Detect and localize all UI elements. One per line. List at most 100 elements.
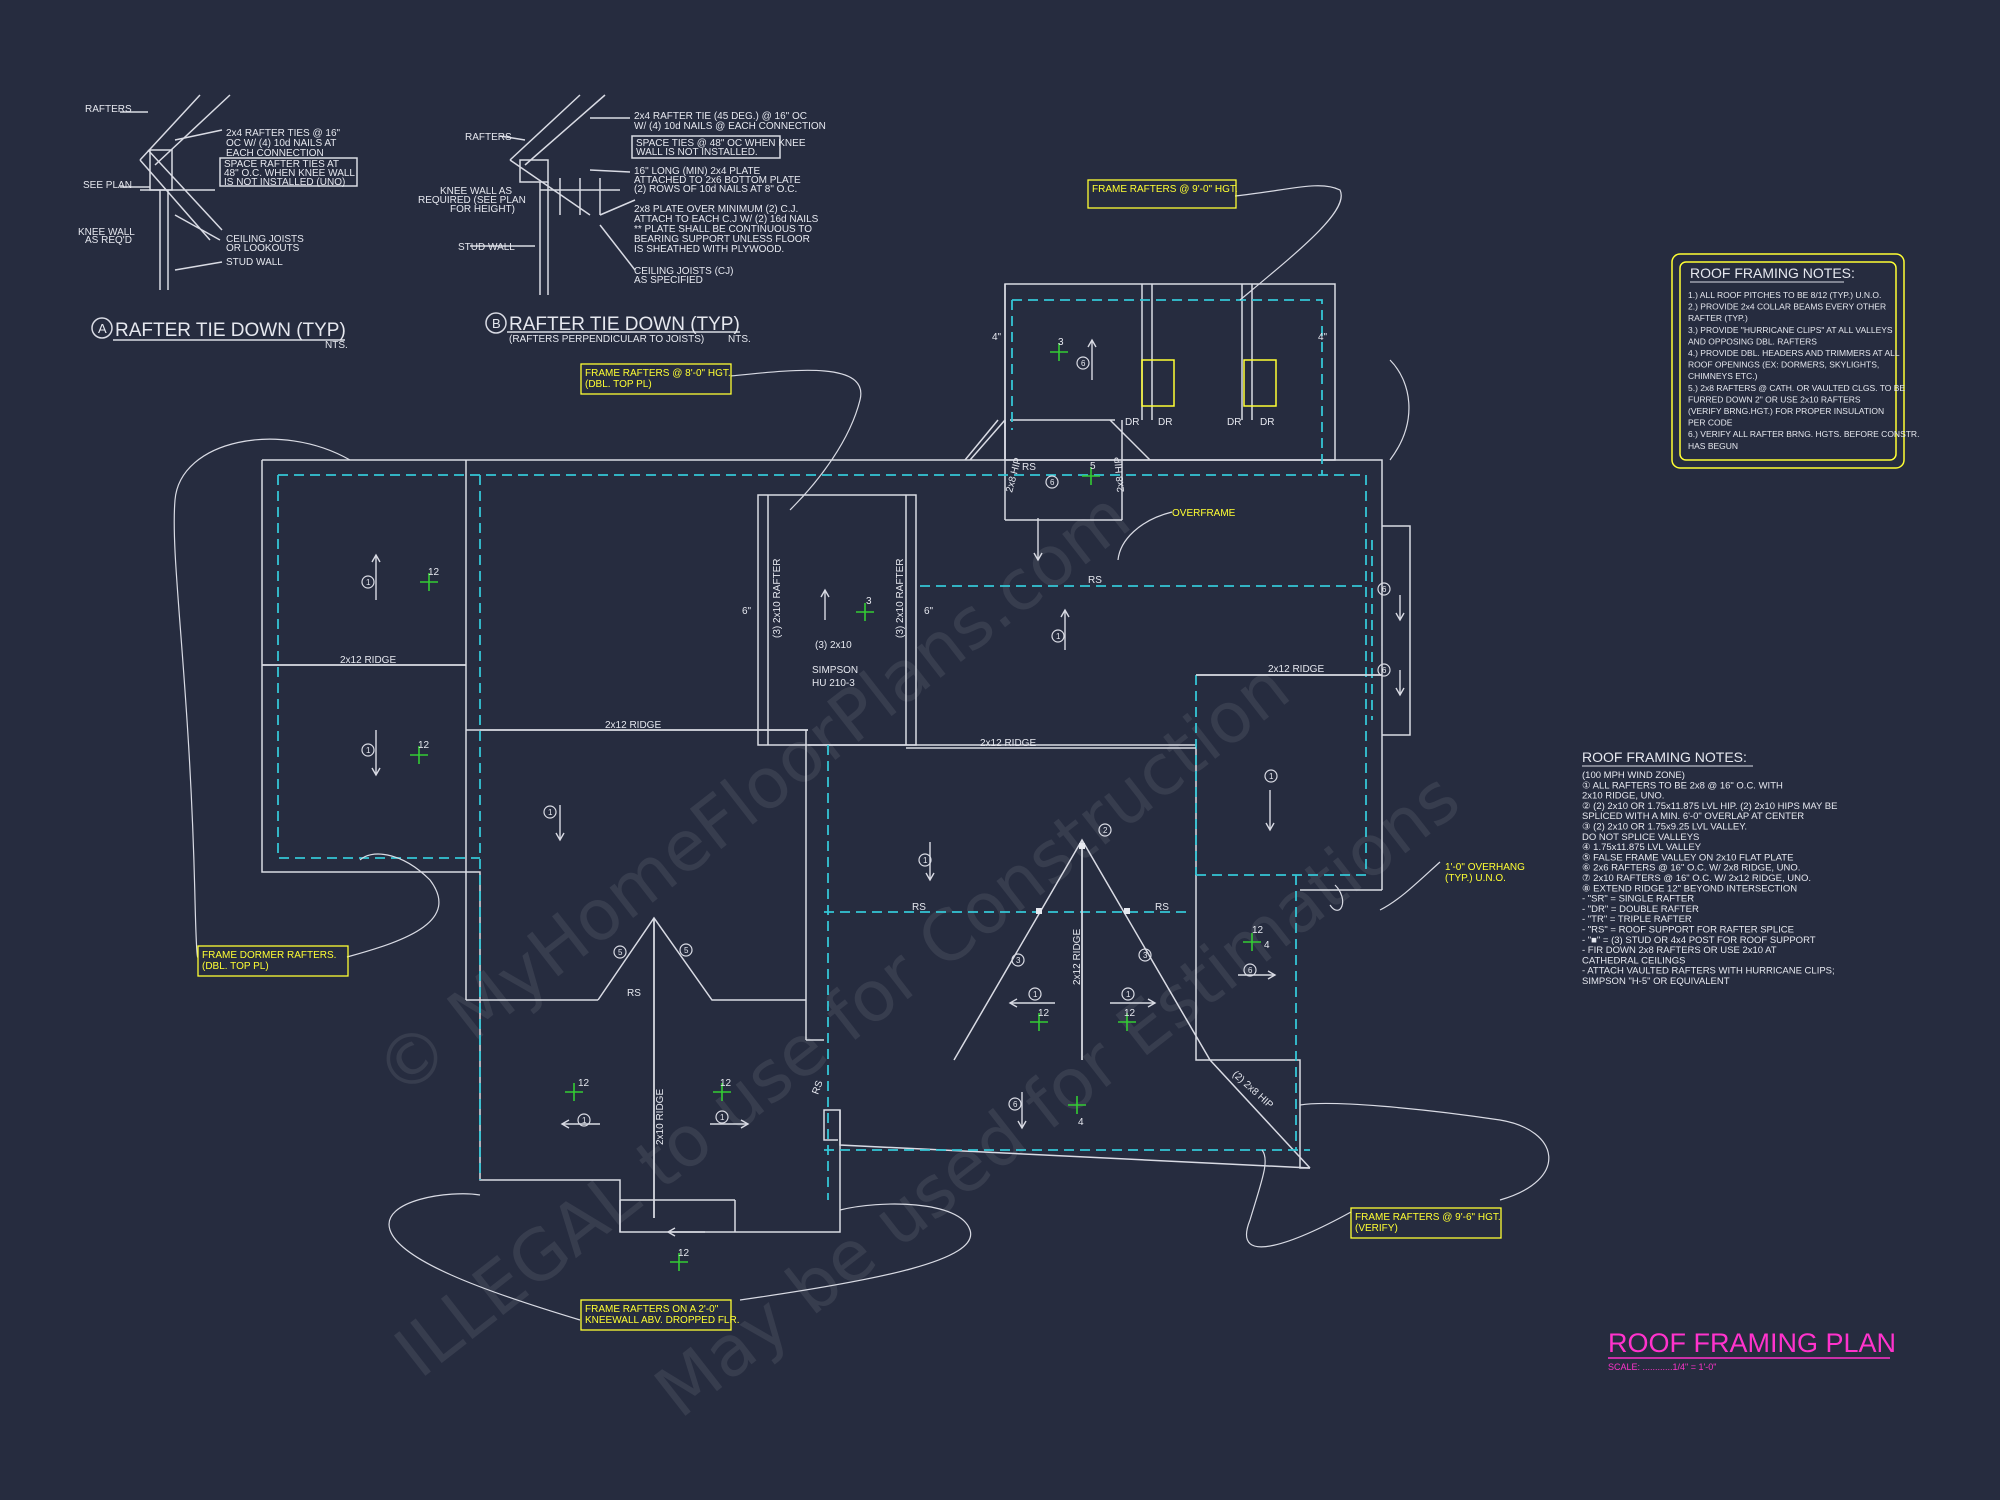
notes-box-line: 5.) 2x8 RAFTERS @ CATH. OR VAULTED CLGS.… bbox=[1688, 383, 1905, 393]
notes-list-line: ② (2) 2x10 OR 1.75x11.875 LVL HIP. (2) 2… bbox=[1582, 801, 1837, 812]
callout-knee-1: FRAME RAFTERS ON A 2'-0" bbox=[585, 1304, 719, 1315]
ridge-center-label: 2x12 RIDGE bbox=[980, 738, 1036, 749]
callout-leaders bbox=[173, 185, 1550, 1321]
pitch-label-10: 12 bbox=[578, 1078, 590, 1089]
dr-label-4: DR bbox=[1260, 417, 1274, 428]
dim-label-2: 4" bbox=[1318, 332, 1328, 343]
notes-list-line: - "SR" = SINGLE RAFTER bbox=[1582, 894, 1694, 905]
svg-text:5: 5 bbox=[684, 946, 689, 955]
detail-a-stud: STUD WALL bbox=[226, 257, 283, 268]
detail-a-ties-3: EACH CONNECTION bbox=[226, 148, 324, 159]
detail-a-title: RAFTER TIE DOWN (TYP) bbox=[115, 320, 346, 341]
notes-list-line: DO NOT SPLICE VALLEYS bbox=[1582, 832, 1699, 843]
roof-notes-list-title: ROOF FRAMING NOTES: bbox=[1582, 749, 1747, 765]
detail-a-marker: A bbox=[98, 321, 107, 336]
notes-list-line: - "RS" = ROOF SUPPORT FOR RAFTER SPLICE bbox=[1582, 925, 1794, 936]
detail-b-note-5: (2) ROWS OF 10d NAILS AT 8" O.C. bbox=[634, 184, 797, 195]
hip-label-2: 2x8 HIP bbox=[1113, 456, 1127, 493]
callout-9ft: FRAME RAFTERS @ 9'-0" HGT. bbox=[1092, 184, 1238, 195]
roof-outline bbox=[261, 283, 1411, 1233]
detail-b-box-1: SPACE TIES @ 48" OC WHEN KNEE bbox=[636, 138, 806, 149]
detail-a-ties-2: OC W/ (4) 10d NAILS AT bbox=[226, 138, 336, 149]
notes-list-line: SPLICED WITH A MIN. 6'-0" OVERLAP AT CEN… bbox=[1582, 811, 1804, 822]
pitch-label-5: 5 bbox=[1090, 461, 1096, 472]
ridge-mid-label: 2x12 RIDGE bbox=[605, 720, 661, 731]
notes-list-line: ⑧ EXTEND RIDGE 12" BEYOND INTERSECTION bbox=[1582, 883, 1797, 894]
notes-list-line: CATHEDRAL CEILINGS bbox=[1582, 955, 1685, 966]
sheet-title: ROOF FRAMING PLAN bbox=[1608, 1328, 1896, 1358]
svg-text:1: 1 bbox=[720, 1113, 725, 1122]
detail-b-note-10: IS SHEATHED WITH PLYWOOD. bbox=[634, 244, 784, 255]
svg-text:1: 1 bbox=[582, 1116, 587, 1125]
detail-a-label-rafters: RAFTERS bbox=[85, 104, 132, 115]
detail-a-label-see-plan: SEE PLAN bbox=[83, 180, 132, 191]
notes-list-line: ⑤ FALSE FRAME VALLEY ON 2x10 FLAT PLATE bbox=[1582, 852, 1793, 863]
detail-b-box-2: WALL IS NOT INSTALLED. bbox=[636, 147, 758, 158]
roof-notes-box bbox=[1671, 253, 1905, 469]
detail-b-note-6: 2x8 PLATE OVER MINIMUM (2) C.J. bbox=[634, 204, 798, 215]
rs-label-6: RS bbox=[810, 1079, 825, 1096]
notes-box-line: RAFTER (TYP.) bbox=[1688, 313, 1748, 323]
notes-list-line: ⑥ 2x6 RAFTERS @ 16" O.C. W/ 2x8 RIDGE, U… bbox=[1582, 863, 1800, 874]
ridge-right-label: 2x12 RIDGE bbox=[1268, 664, 1324, 675]
detail-a-text: RAFTERS SEE PLAN KNEE WALL AS REQ'D 2x4 … bbox=[78, 104, 355, 351]
detail-a-nts: NTS. bbox=[325, 340, 348, 351]
notes-list-line: - ATTACH VAULTED RAFTERS WITH HURRICANE … bbox=[1582, 966, 1835, 977]
simpson-label-2: HU 210-3 bbox=[812, 678, 855, 689]
dim-label-1: 4" bbox=[992, 332, 1002, 343]
callout-dormer-1: FRAME DORMER RAFTERS. bbox=[202, 950, 336, 961]
svg-text:6: 6 bbox=[1248, 966, 1253, 975]
detail-a-ties-1: 2x4 RAFTER TIES @ 16" bbox=[226, 128, 341, 139]
notes-box-line: ROOF OPENINGS (EX: DORMERS, SKYLIGHTS, bbox=[1688, 360, 1879, 370]
callout-text: FRAME RAFTERS @ 9'-0" HGT. FRAME RAFTERS… bbox=[202, 184, 1525, 1326]
detail-a-ceiling-1: CEILING JOISTS bbox=[226, 234, 304, 245]
callout-dormer-2: (DBL. TOP PL) bbox=[202, 961, 269, 972]
svg-text:1: 1 bbox=[366, 578, 371, 587]
dim-label-4: 6" bbox=[924, 606, 934, 617]
roof-dashed-lines bbox=[277, 299, 1373, 1200]
notes-list-line: 2x10 RIDGE, UNO. bbox=[1582, 791, 1664, 802]
notes-list-line: SIMPSON "H-5" OR EQUIVALENT bbox=[1582, 976, 1730, 987]
detail-b-subtitle: (RAFTERS PERPENDICULAR TO JOISTS) bbox=[509, 334, 704, 345]
notes-list-line: - FIR DOWN 2x8 RAFTERS OR USE 2x10 AT bbox=[1582, 945, 1777, 956]
callout-overhang-1: 1'-0" OVERHANG bbox=[1445, 862, 1525, 873]
detail-b-title: RAFTER TIE DOWN (TYP) bbox=[509, 314, 740, 335]
detail-b-note-4: ATTACHED TO 2x6 BOTTOM PLATE bbox=[634, 175, 801, 186]
dr-label-3: DR bbox=[1227, 417, 1241, 428]
notes-box-line: 6.) VERIFY ALL RAFTER BRNG. HGTS. BEFORE… bbox=[1688, 429, 1919, 439]
detail-a bbox=[91, 94, 358, 341]
detail-a-box-3: IS NOT INSTALLED (UNO) bbox=[224, 177, 345, 188]
callout-8ft-1: FRAME RAFTERS @ 8'-0" HGT. bbox=[585, 368, 731, 379]
callout-9-6-1: FRAME RAFTERS @ 9'-6" HGT. bbox=[1355, 1212, 1501, 1223]
notes-box-line: PER CODE bbox=[1688, 418, 1733, 428]
notes-box-line: 3.) PROVIDE "HURRICANE CLIPS" AT ALL VAL… bbox=[1688, 325, 1893, 335]
pitch-label-7: 4 bbox=[1264, 940, 1270, 951]
notes-list-line: ④ 1.75x11.875 LVL VALLEY bbox=[1582, 842, 1702, 853]
detail-b-note-9: BEARING SUPPORT UNLESS FLOOR bbox=[634, 234, 810, 245]
svg-text:6: 6 bbox=[1382, 666, 1387, 675]
roof-ridges bbox=[262, 664, 1382, 1218]
detail-b-marker: B bbox=[492, 316, 501, 331]
ridge-vertical-label: 2x12 RIDGE bbox=[1072, 929, 1083, 985]
dr-label-1: DR bbox=[1125, 417, 1139, 428]
svg-text:6: 6 bbox=[1050, 478, 1055, 487]
pitch-label-8: 12 bbox=[1038, 1008, 1050, 1019]
rafter-right-label: (3) 2x10 RAFTER bbox=[895, 559, 906, 638]
svg-text:1: 1 bbox=[1126, 990, 1131, 999]
detail-b-label-rafters: RAFTERS bbox=[465, 132, 512, 143]
detail-b-note-12: AS SPECIFIED bbox=[634, 275, 703, 286]
svg-text:6: 6 bbox=[1013, 1100, 1018, 1109]
detail-a-box-2: 48" O.C. WHEN KNEE WALL bbox=[224, 168, 355, 179]
notes-box-line: AND OPPOSING DBL. RAFTERS bbox=[1688, 336, 1817, 346]
pitch-label-6: 12 bbox=[1252, 925, 1264, 936]
pitch-label-13: 12 bbox=[678, 1248, 690, 1259]
pitch-label-1: 12 bbox=[428, 567, 440, 578]
notes-box-line: CHIMNEYS ETC.) bbox=[1688, 371, 1758, 381]
notes-box-line: 2.) PROVIDE 2x4 COLLAR BEAMS EVERY OTHER bbox=[1688, 302, 1886, 312]
svg-text:1: 1 bbox=[548, 808, 553, 817]
sheet-scale: SCALE: ............1/4" = 1'-0" bbox=[1608, 1362, 1716, 1372]
svg-text:2: 2 bbox=[1103, 826, 1108, 835]
dim-label-3: 6" bbox=[742, 606, 752, 617]
detail-b bbox=[470, 94, 781, 334]
